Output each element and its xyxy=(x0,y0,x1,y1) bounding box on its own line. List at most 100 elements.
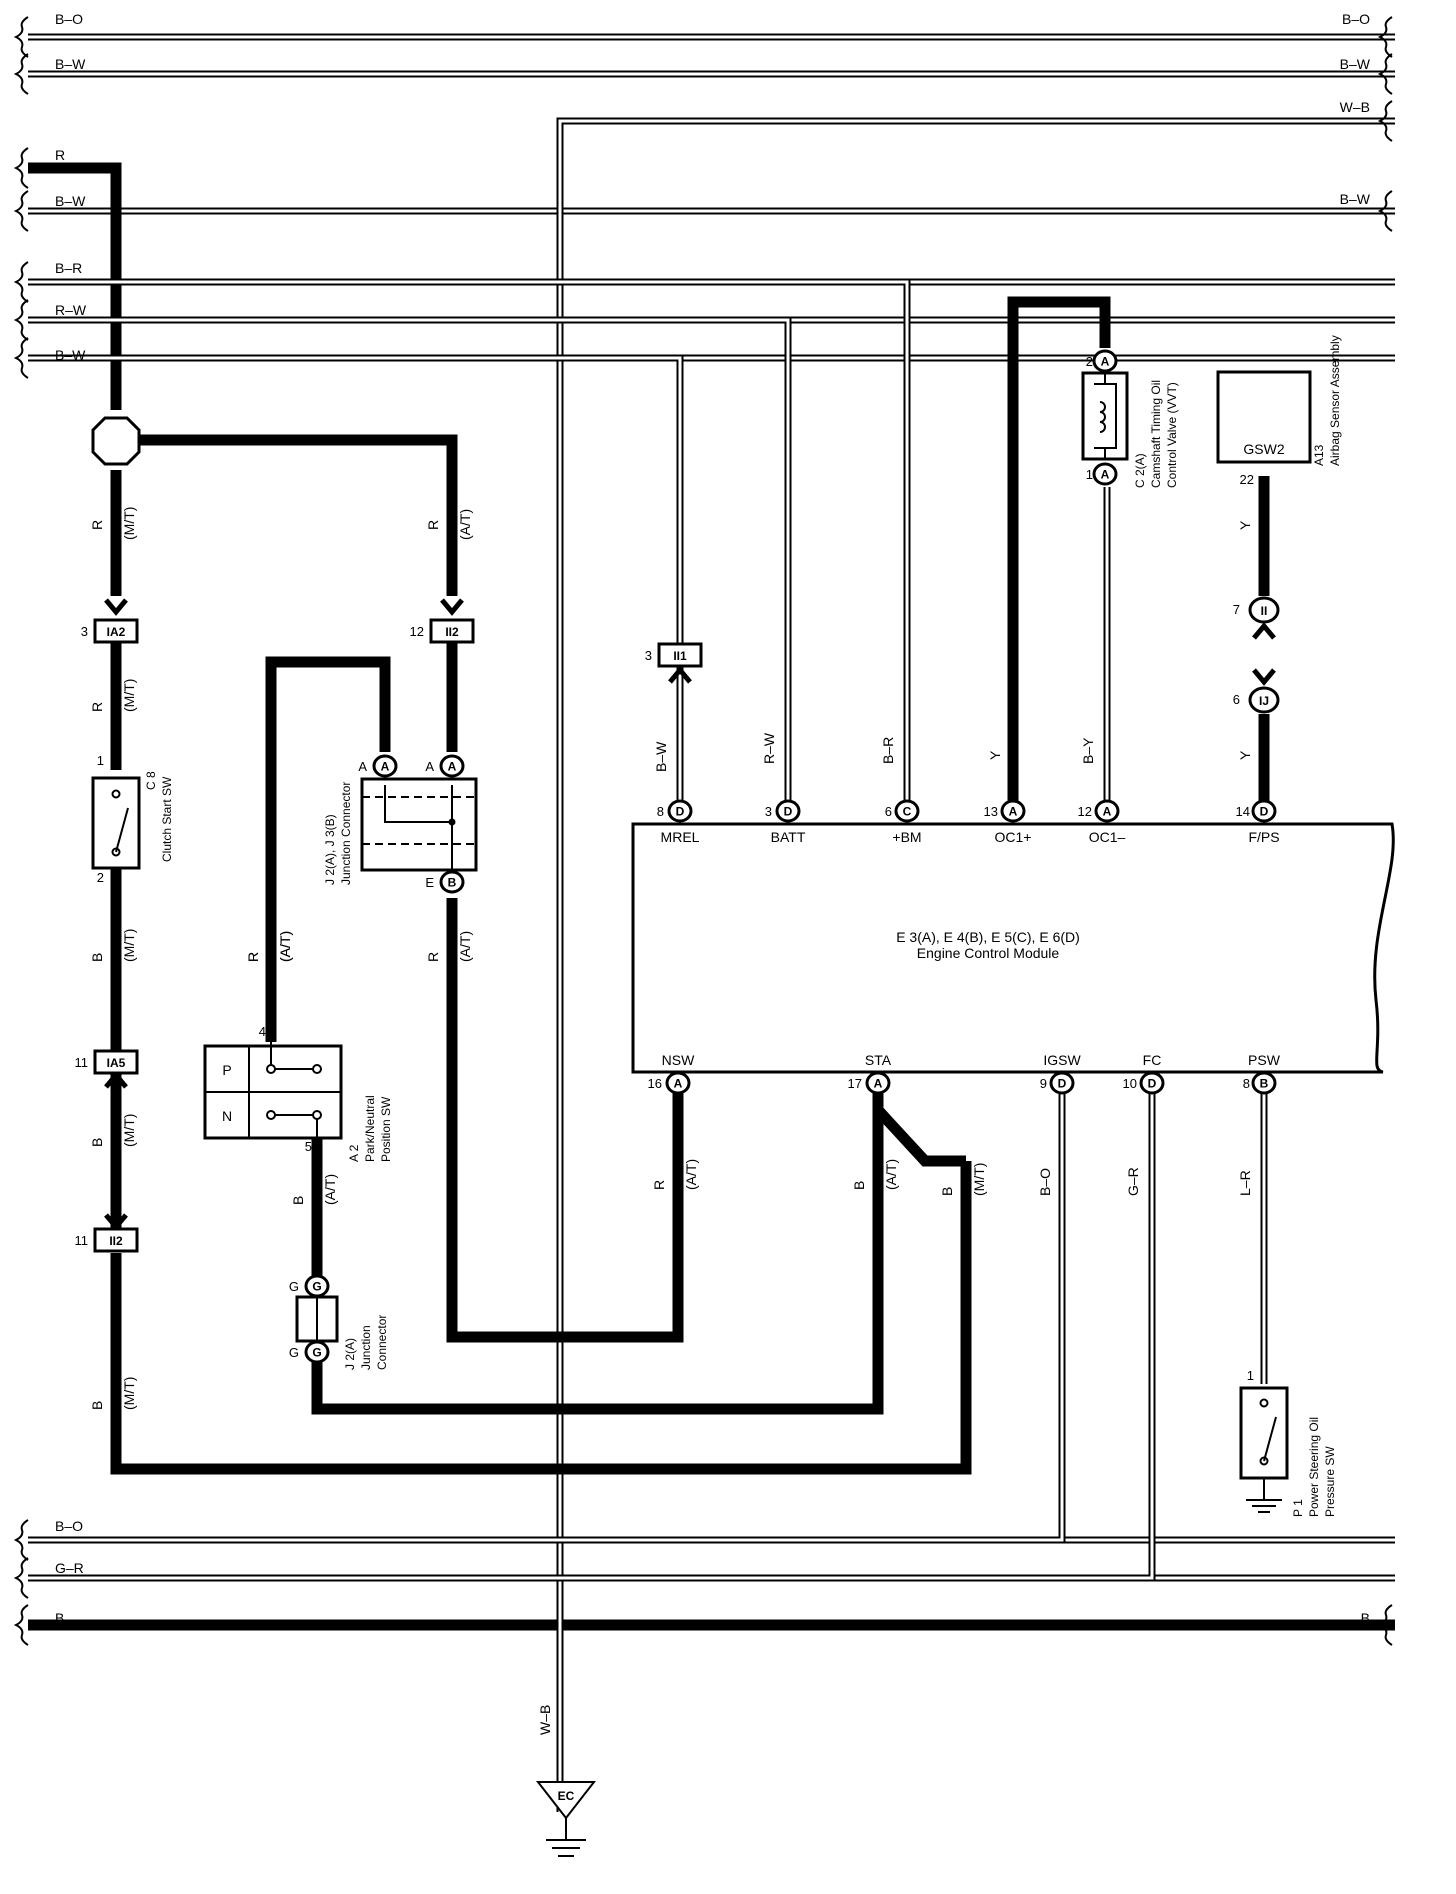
pin-number-24: 10 xyxy=(1123,1076,1137,1091)
jc2-pin-g-top-letter: G xyxy=(312,1280,321,1294)
wire-g-r-fc-core xyxy=(28,1092,1154,1580)
pin-number-19: 12 xyxy=(1078,804,1092,819)
wire-label-29: B xyxy=(851,1181,867,1190)
pin-number-12: 1 xyxy=(1247,1368,1254,1383)
ecm-pin-nsw xyxy=(665,1071,691,1095)
jc2-name1: Junction xyxy=(359,1325,373,1370)
pn-contact-0 xyxy=(266,1064,276,1074)
pin-number-20: 14 xyxy=(1236,804,1250,819)
ecm-pin-igsw-letter: D xyxy=(1058,1077,1067,1091)
ecm-pin-mrel-letter: D xyxy=(676,805,685,819)
wire-label-13: (A/T) xyxy=(457,931,473,962)
ps-name2: Pressure SW xyxy=(1323,1446,1337,1517)
jc1-pin-a-right xyxy=(439,754,465,778)
airbag-terminal-gsw2: GSW2 xyxy=(1243,441,1284,457)
right-brace-wb xyxy=(1377,100,1393,142)
left-bus-label-6: B–W xyxy=(55,347,86,363)
wire-label-11: (A/T) xyxy=(457,509,473,540)
junction-ii2-left xyxy=(93,1227,139,1253)
ecm-pin-igsw xyxy=(1049,1071,1075,1095)
ecm-pin-fc xyxy=(1139,1071,1165,1095)
right-brace-1 xyxy=(1377,53,1393,95)
bus-r-left-brace xyxy=(13,147,29,189)
wire-b-o-igsw-core xyxy=(28,1092,1064,1542)
left-bus-label-3: B–W xyxy=(55,193,86,209)
junction-ii xyxy=(1248,596,1280,624)
jc1-pin-b xyxy=(439,870,465,894)
wire-label-31: B xyxy=(939,1187,955,1196)
wire-label-6: B xyxy=(89,1138,105,1147)
ps-contact-top xyxy=(1259,1398,1269,1408)
wire-b-mt-sta xyxy=(873,1106,966,1167)
ecm-name-line2: Engine Control Module xyxy=(917,945,1060,961)
pin-number-22: 17 xyxy=(848,1076,862,1091)
ecm-terminal-bottom-3: FC xyxy=(1143,1052,1162,1068)
ecm-terminal-top-0: MREL xyxy=(661,829,700,845)
ecm-pin-sta xyxy=(865,1071,891,1095)
left-bus-label-1: B–W xyxy=(55,56,86,72)
engine-control-module xyxy=(631,822,1395,1074)
pin-number-8: 5 xyxy=(305,1139,312,1154)
arrow-b-mt-up xyxy=(104,1071,128,1089)
airbag-code: A13 xyxy=(1312,444,1326,466)
ecm-pin-nsw-letter: A xyxy=(674,1077,683,1091)
ps-code: P 1 xyxy=(1291,1499,1305,1517)
vvt-pin-2-letter: A xyxy=(1101,468,1110,482)
splice-point xyxy=(91,416,141,466)
wire-label-5: (M/T) xyxy=(121,929,137,962)
left-bus-label-5: R–W xyxy=(55,302,87,318)
junction-ii2-right-code: II2 xyxy=(445,625,459,639)
junction-ii2-left-code: II2 xyxy=(109,1234,123,1248)
right-bus-label-2: W–B xyxy=(1340,99,1370,115)
pin-number-7: 4 xyxy=(259,1024,266,1039)
pin-number-16: 3 xyxy=(765,804,772,819)
jc1-pin-b-letter: B xyxy=(448,876,457,890)
wire-r-feed xyxy=(28,162,122,410)
wire-label-3: (M/T) xyxy=(121,679,137,712)
wire-layer xyxy=(13,16,1395,1812)
bus-b-o-top-left-brace xyxy=(13,16,29,58)
pin-number-10: 6 xyxy=(1233,692,1240,707)
wire-label-28: (A/T) xyxy=(683,1159,699,1190)
vvt-code: C 2(A) xyxy=(1133,453,1147,488)
right-bus-label-4: B xyxy=(1361,1610,1370,1626)
vvt-name1: Camshaft Timing Oil xyxy=(1149,380,1163,488)
arrow-y-down xyxy=(1252,668,1276,686)
junction-ii1 xyxy=(657,642,703,668)
wire-y-oc1p xyxy=(1007,296,1111,806)
ecm-pin-oc1p xyxy=(1000,799,1026,823)
bus-b-w-1-left-brace xyxy=(13,53,29,95)
junction-ia2-code: IA2 xyxy=(107,625,126,639)
wire-b-mt-bottom xyxy=(110,1161,972,1475)
wire-label-1: (M/T) xyxy=(121,507,137,540)
pn-code: A 2 xyxy=(347,1144,361,1162)
left-bus-label-9: B xyxy=(55,1610,64,1626)
jc1-pin-a-left-letter: A xyxy=(381,760,390,774)
ecm-terminal-top-3: OC1+ xyxy=(995,829,1032,845)
wire-label-9: (M/T) xyxy=(121,1377,137,1410)
right-brace-3 xyxy=(1377,1604,1393,1646)
ecm-terminal-top-2: +BM xyxy=(892,829,921,845)
pin-side-letter-1: A xyxy=(425,759,434,774)
wire-label-24: B–Y xyxy=(1080,737,1096,764)
pin-number-15: 8 xyxy=(657,804,664,819)
jc1-internal xyxy=(384,785,453,870)
jc2-pin-g-top xyxy=(304,1274,330,1298)
wire-label-23: Y xyxy=(987,750,1003,760)
wire-label-14: R xyxy=(245,952,261,962)
wire-label-21: R–W xyxy=(761,732,777,764)
pin-number-23: 9 xyxy=(1040,1076,1047,1091)
vvt-frame xyxy=(1094,373,1117,459)
pin-number-0: 3 xyxy=(81,624,88,639)
airbag-name: Airbag Sensor Assembly xyxy=(1328,335,1342,466)
wire-label-20: B–W xyxy=(653,741,669,772)
wire-label-35: L–R xyxy=(1237,1170,1253,1196)
right-bus-label-3: B–W xyxy=(1340,191,1371,207)
wire-r-at-top xyxy=(139,434,458,596)
jc1-pin-a-right-letter: A xyxy=(448,760,457,774)
ecm-pin-psw xyxy=(1251,1071,1277,1095)
jc2-pin-g-bottom-letter: G xyxy=(312,1346,321,1360)
ecm-terminal-bottom-1: STA xyxy=(865,1052,892,1068)
ecm-name-line1: E 3(A), E 4(B), E 5(C), E 6(D) xyxy=(896,929,1080,945)
ecm-pin-batt-letter: D xyxy=(784,805,793,819)
